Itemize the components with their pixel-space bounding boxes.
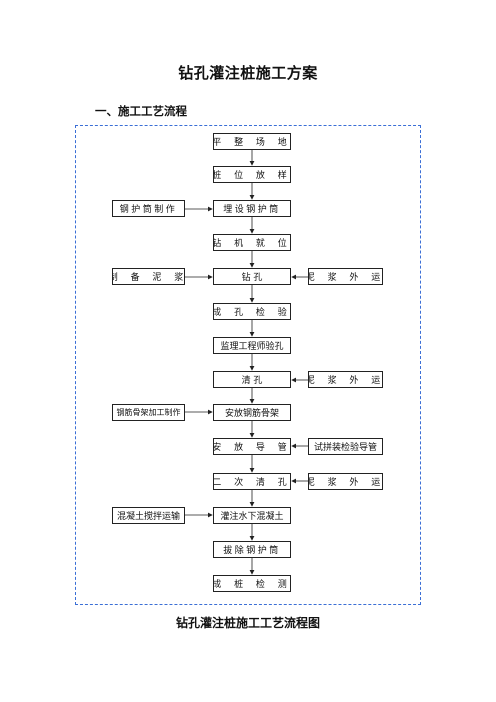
step-pour-concrete: 灌注水下混凝土 bbox=[213, 507, 291, 524]
step-second-cleaning: 二 次 清 孔 bbox=[213, 473, 291, 490]
input-mud-removal-2: 泥 浆 外 运 bbox=[308, 371, 383, 388]
input-prepare-mud: 制 备 泥 浆 bbox=[112, 268, 185, 285]
step-position-rig: 钻 机 就 位 bbox=[213, 234, 291, 251]
input-casing-fabrication: 钢护筒制作 bbox=[112, 200, 185, 217]
step-hole-inspection: 成 孔 检 验 bbox=[213, 303, 291, 320]
section-heading: 一、施工工艺流程 bbox=[95, 104, 187, 118]
step-pile-testing: 成 桩 检 测 bbox=[213, 575, 291, 592]
step-place-tremie: 安 放 导 管 bbox=[213, 438, 291, 455]
step-remove-casing: 拔除钢护筒 bbox=[213, 541, 291, 558]
flowchart-frame bbox=[75, 125, 421, 605]
input-cage-fabrication: 钢筋骨架加工制作 bbox=[112, 404, 185, 421]
step-level-site: 平 整 场 地 bbox=[213, 133, 291, 150]
step-place-cage: 安放钢筋骨架 bbox=[213, 404, 291, 421]
step-drilling: 钻 孔 bbox=[213, 268, 291, 285]
step-clean-hole: 清 孔 bbox=[213, 371, 291, 388]
input-tremie-test: 试拼装检验导管 bbox=[308, 438, 383, 455]
figure-caption: 钻孔灌注桩施工工艺流程图 bbox=[175, 616, 320, 630]
input-mud-removal-1: 泥 浆 外 运 bbox=[308, 268, 383, 285]
input-mud-removal-3: 泥 浆 外 运 bbox=[308, 473, 383, 490]
input-concrete-transport: 混凝土搅拌运输 bbox=[112, 507, 185, 524]
step-supervisor-check: 监理工程师验孔 bbox=[213, 337, 291, 354]
step-pile-layout: 桩 位 放 样 bbox=[213, 166, 291, 183]
step-bury-casing: 埋设钢护筒 bbox=[213, 200, 291, 217]
document-title: 钻孔灌注桩施工方案 bbox=[178, 64, 318, 82]
